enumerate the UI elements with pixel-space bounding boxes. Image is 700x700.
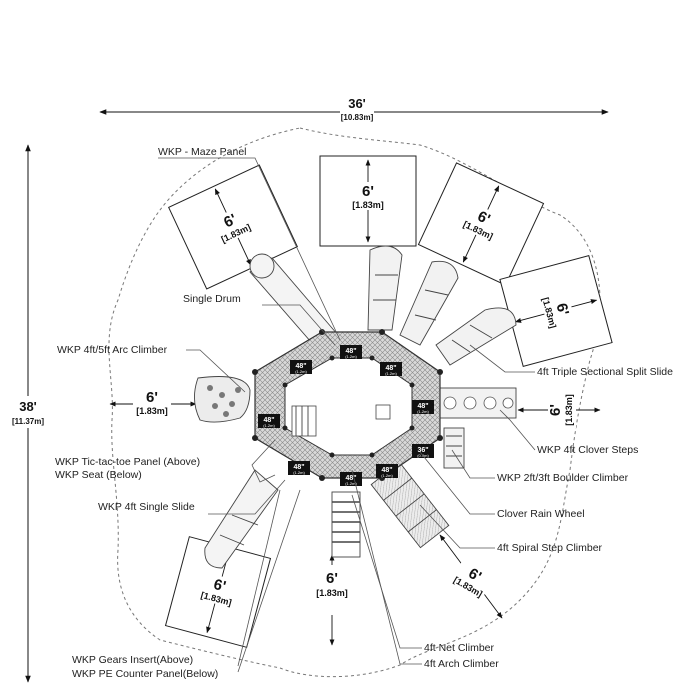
clearance-box-lower-left: 6' [1.83m] xyxy=(164,536,272,648)
width-ft-label: 36' xyxy=(348,96,366,111)
clearance-dim-bottom-right: 6' [1.83m] xyxy=(439,534,503,619)
safety-zone-outline xyxy=(108,127,601,678)
clearance-ft-label: 6' xyxy=(212,576,228,596)
width-dimension: 36' [10.83m] xyxy=(99,95,609,125)
depth-ft-label: 38' xyxy=(19,399,37,414)
svg-text:48": 48" xyxy=(345,348,356,355)
leader-lines xyxy=(158,157,536,673)
clearance-dim-bottom: 6' [1.83m] xyxy=(313,554,351,646)
arc-climber xyxy=(194,376,251,423)
deck-height-upper-right: 48" (1.2m) xyxy=(380,362,402,376)
label-boulder-climber: WKP 2ft/3ft Boulder Climber xyxy=(497,472,629,484)
clearance-box-top: 6' [1.83m] xyxy=(319,155,417,247)
clearance-dim-right: 6' [1.83m] xyxy=(517,392,601,428)
boulder-climber xyxy=(443,427,465,469)
clearance-ft-label: 6' xyxy=(547,404,564,416)
deck-height-top: 48" (1.2m) xyxy=(340,345,362,359)
svg-text:48": 48" xyxy=(385,365,396,372)
single-slide xyxy=(204,469,279,569)
svg-text:(1.2m): (1.2m) xyxy=(417,409,429,414)
net-climber-ladder xyxy=(331,491,361,558)
clearance-m-label: [1.83m] xyxy=(352,200,384,210)
depth-m-label: [11.37m] xyxy=(12,417,44,426)
svg-text:(1.2m): (1.2m) xyxy=(345,481,357,486)
svg-text:(1.2m): (1.2m) xyxy=(293,470,305,475)
svg-text:48": 48" xyxy=(295,363,306,370)
deck-height-lower-left: 48" (1.2m) xyxy=(288,461,310,475)
deck-height-bottom: 48" (1.2m) xyxy=(340,472,362,486)
deck-height-right: 48" (1.2m) xyxy=(412,400,434,414)
label-clover-steps: WKP 4ft Clover Steps xyxy=(537,444,638,456)
clearance-dim-left: 6' [1.83m] xyxy=(109,389,197,418)
label-rain-wheel: Clover Rain Wheel xyxy=(497,508,585,520)
label-gears-insert: WKP Gears Insert(Above) xyxy=(72,654,193,666)
label-seat: WKP Seat (Below) xyxy=(55,469,142,481)
svg-text:36": 36" xyxy=(417,447,428,454)
clearance-m-label: [1.83m] xyxy=(316,588,348,598)
clearance-m-label: [1.83m] xyxy=(136,406,168,416)
label-arc-climber: WKP 4ft/5ft Arc Climber xyxy=(57,344,168,356)
svg-text:48": 48" xyxy=(345,475,356,482)
svg-text:48": 48" xyxy=(417,403,428,410)
clover-steps xyxy=(437,387,517,419)
label-single-drum: Single Drum xyxy=(183,293,241,305)
label-triple-slide: 4ft Triple Sectional Split Slide xyxy=(537,366,673,378)
label-arch-climber: 4ft Arch Climber xyxy=(424,658,499,670)
label-pe-counter-panel: WKP PE Counter Panel(Below) xyxy=(72,668,218,680)
clearance-ft-label: 6' xyxy=(326,570,338,587)
clearance-m-label: [1.83m] xyxy=(564,394,574,426)
svg-text:(1.2m): (1.2m) xyxy=(381,473,393,478)
deck-height-upper-left: 48" (1.2m) xyxy=(290,360,312,374)
svg-text:48": 48" xyxy=(381,467,392,474)
label-tictactoe-panel: WKP Tic-tac-toe Panel (Above) xyxy=(55,456,200,468)
svg-text:(1.2m): (1.2m) xyxy=(263,423,275,428)
deck-height-lower-right: 48" (1.2m) xyxy=(376,464,398,478)
clearance-ft-label: 6' xyxy=(553,301,573,317)
svg-text:48": 48" xyxy=(263,417,274,424)
deck-height-left: 48" (1.2m) xyxy=(258,414,280,428)
svg-text:48": 48" xyxy=(293,464,304,471)
svg-text:(1.2m): (1.2m) xyxy=(295,369,307,374)
width-m-label: [10.83m] xyxy=(341,113,374,122)
svg-text:(1.2m): (1.2m) xyxy=(385,371,397,376)
svg-text:(1.2m): (1.2m) xyxy=(345,354,357,359)
label-single-slide: WKP 4ft Single Slide xyxy=(98,501,195,513)
clearance-ft-label: 6' xyxy=(146,389,158,406)
label-maze-panel: WKP - Maze Panel xyxy=(158,146,247,158)
maze-panel-slide-ramp xyxy=(249,253,339,351)
triple-slide xyxy=(367,245,517,366)
label-spiral-step-climber: 4ft Spiral Step Climber xyxy=(497,542,603,554)
clearance-box-upper-right: 6' [1.83m] xyxy=(417,162,545,286)
label-net-climber: 4ft Net Climber xyxy=(424,642,495,654)
depth-dimension: 38' [11.37m] xyxy=(6,144,50,683)
clearance-box-right: 6' [1.83m] xyxy=(499,255,613,367)
clearance-ft-label: 6' xyxy=(362,183,374,200)
